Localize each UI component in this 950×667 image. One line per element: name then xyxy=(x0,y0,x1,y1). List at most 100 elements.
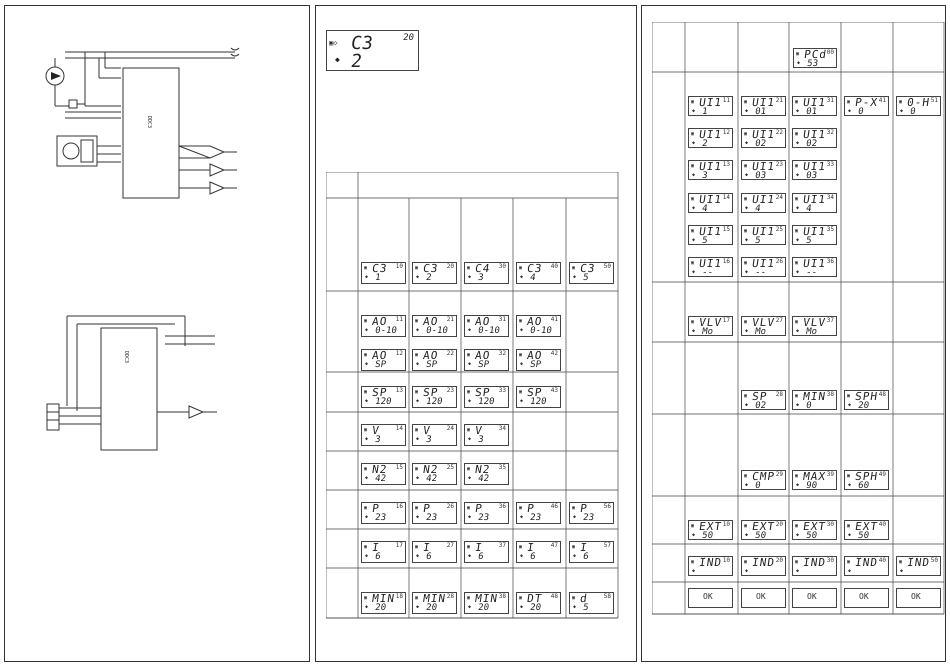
diamond-icon: ◆ xyxy=(468,475,472,481)
diamond-icon: ◆ xyxy=(745,568,749,574)
lcd-value-text: 23 xyxy=(374,513,387,523)
diamond-icon: ◆ xyxy=(416,398,420,404)
diamond-icon: ◆ xyxy=(745,328,749,334)
diamond-icon: ◆ xyxy=(365,604,369,610)
diamond-icon: ◆ xyxy=(365,327,369,333)
mode-icon: ▣ xyxy=(691,228,695,234)
mode-icon: ▣ xyxy=(519,595,523,601)
mode-icon: ▣ xyxy=(795,163,799,169)
controller-chip-2 xyxy=(100,327,158,451)
mode-icon: ▣ xyxy=(364,544,368,550)
diamond-icon: ◆ xyxy=(468,361,472,367)
lcd-display: ▣◆UI1--26 xyxy=(741,257,786,277)
lcd-value-text: 20 xyxy=(374,603,387,613)
lcd-code-text: 15 xyxy=(395,464,403,471)
lcd-ok-text: OK xyxy=(703,592,713,601)
lcd-value-text: 6 xyxy=(477,552,485,562)
lcd-main-text: ÎND xyxy=(751,556,776,569)
diamond-icon: ◆ xyxy=(745,140,749,146)
lcd-value-text: 5 xyxy=(805,236,813,245)
mode-icon: ▣ xyxy=(519,318,523,324)
diamond-icon: ◆ xyxy=(365,475,369,481)
sensor-box xyxy=(56,135,98,167)
diamond-icon: ◆ xyxy=(692,237,696,243)
diamond-icon: ◆ xyxy=(745,402,749,408)
diamond-icon: ◆ xyxy=(692,172,696,178)
lcd-display: OK xyxy=(741,588,786,608)
diamond-icon: ◆ xyxy=(520,327,524,333)
mode-icon: ▣ xyxy=(691,99,695,105)
mode-icon: ▣ xyxy=(847,393,851,399)
mode-icon: ▣ xyxy=(364,352,368,358)
lcd-value-text: 5 xyxy=(701,236,709,245)
lcd-value-text: 120 xyxy=(477,397,496,407)
diamond-icon: ◆ xyxy=(365,274,369,280)
lcd-value-text: 02 xyxy=(754,139,767,148)
lcd-value-text: 20 xyxy=(529,603,542,613)
lcd-code-text: 28 xyxy=(775,391,783,398)
lcd-main-text: ÎND xyxy=(906,556,931,569)
lcd-code-text: 10 xyxy=(722,521,730,528)
lcd-main-text: ÎND xyxy=(854,556,879,569)
lcd-code-text: 35 xyxy=(826,226,834,233)
mode-icon: ▣ xyxy=(795,523,799,529)
lcd-value-text: 5 xyxy=(754,236,762,245)
lcd-code-text: 56 xyxy=(603,503,611,510)
diamond-icon: ◆ xyxy=(692,568,696,574)
lcd-value-text: 23 xyxy=(477,513,490,523)
lcd-code-text: 20 xyxy=(446,263,454,270)
lcd-code-text: 33 xyxy=(498,387,506,394)
diamond-icon: ◆ xyxy=(692,269,696,275)
terminal-block xyxy=(46,403,60,431)
mode-icon: ▣ xyxy=(364,389,368,395)
lcd-code-text: 16 xyxy=(395,503,403,510)
mode-icon: ▣ xyxy=(519,265,523,271)
diamond-icon: ◆ xyxy=(745,532,749,538)
mode-icon: ▣ xyxy=(691,523,695,529)
mode-icon: ▣ xyxy=(795,99,799,105)
lcd-display: ▣◆UI1--36 xyxy=(792,257,837,277)
mode-icon: ▣ xyxy=(795,196,799,202)
mode-icon: ▣ xyxy=(744,163,748,169)
lcd-code-text: 17 xyxy=(722,317,730,324)
lcd-value-text: -- xyxy=(754,268,767,277)
lcd-code-text: 27 xyxy=(446,542,454,549)
lcd-code-text: 35 xyxy=(498,464,506,471)
diamond-icon: ◆ xyxy=(692,108,696,114)
lcd-code-text: 12 xyxy=(722,129,730,136)
lcd-code-text: 13 xyxy=(722,161,730,168)
lcd-display: OK xyxy=(896,588,941,608)
diamond-icon: ◆ xyxy=(416,361,420,367)
diamond-icon: ◆ xyxy=(745,482,749,488)
chip-label: DDC3 xyxy=(146,116,152,128)
lcd-value-text: 23 xyxy=(425,513,438,523)
lcd-code-text: 20 xyxy=(775,557,783,564)
lcd-display: OK xyxy=(844,588,889,608)
lcd-code-text: 34 xyxy=(826,194,834,201)
mode-icon: ▣ xyxy=(847,99,851,105)
lcd-code-text: 40 xyxy=(878,557,886,564)
mode-icon: ▣ xyxy=(572,265,576,271)
lcd-value-text: 5 xyxy=(582,273,590,283)
lcd-ok-text: OK xyxy=(911,592,921,601)
diamond-icon: ◆ xyxy=(796,205,800,211)
lcd-value-text: SP xyxy=(529,360,542,370)
lcd-code-text: 32 xyxy=(826,129,834,136)
mode-icon: ▣ xyxy=(467,595,471,601)
lcd-value-text: 3 xyxy=(425,435,433,445)
mode-icon: ▣ xyxy=(519,544,523,550)
